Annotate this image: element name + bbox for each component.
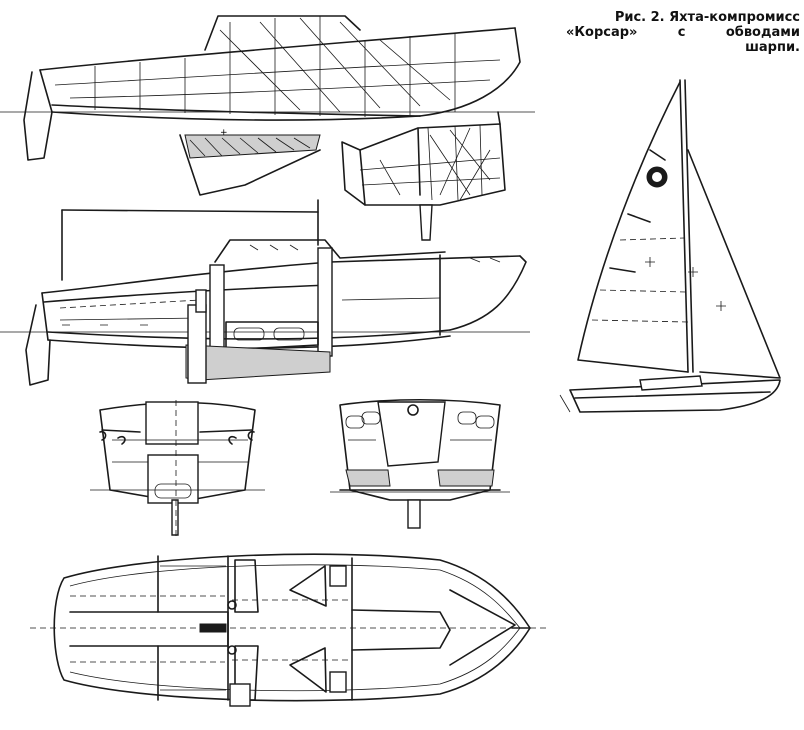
caption-line-3: шарпи. — [745, 40, 800, 55]
caption-line-2: «Корсар» с обводами — [566, 25, 800, 40]
svg-text:+: + — [220, 128, 228, 138]
hull-perspective-sketch — [341, 111, 506, 241]
caption-line-1: Рис. 2. Яхта-компромисс — [614, 10, 800, 25]
figure-caption: Рис. 2. Яхта-компромисс «Корсар» с обвод… — [566, 10, 800, 55]
deck-plan — [30, 553, 550, 707]
hull-lines-profile: + — [0, 15, 535, 196]
sail-plan — [559, 79, 781, 413]
longitudinal-section — [0, 199, 530, 386]
transverse-section-aft — [90, 400, 265, 540]
transverse-section-forward — [330, 398, 510, 529]
